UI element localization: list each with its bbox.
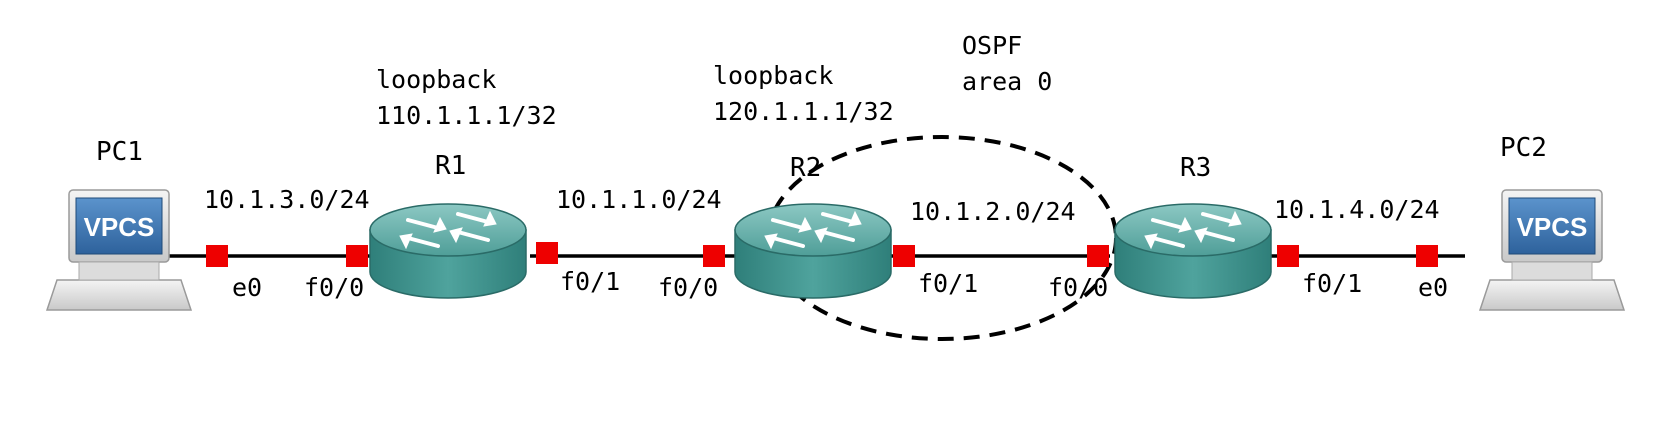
pc2-computer[interactable]: VPCS [1479,189,1625,311]
pc2-name: PC2 [1500,133,1547,163]
port-r2-f0-1[interactable] [893,245,915,267]
network-label-r1-r2: 10.1.1.0/24 [556,185,722,214]
router-r3[interactable] [1113,202,1273,300]
if-label-r2-f0-1: f0/1 [918,269,978,298]
ospf-area-label: area 0 [962,67,1052,96]
router-r2[interactable] [733,202,893,300]
r1-loopback-address: 110.1.1.1/32 [376,101,557,130]
network-label-r3-pc2: 10.1.4.0/24 [1274,195,1440,224]
pc1-name: PC1 [96,137,143,167]
r1-name: R1 [435,151,466,181]
r3-name: R3 [1180,153,1211,183]
pc2-screen-label: VPCS [1517,212,1588,242]
if-label-r1-f0-0: f0/0 [304,273,364,302]
r2-loopback-address: 120.1.1.1/32 [713,97,894,126]
port-r1-f0-1[interactable] [536,242,558,264]
network-label-pc1-r1: 10.1.3.0/24 [204,185,370,214]
r2-loopback-label: loopback [713,61,833,90]
r2-name: R2 [790,153,821,183]
r1-loopback-label: loopback [376,65,496,94]
if-label-r3-f0-0: f0/0 [1048,273,1108,302]
if-label-r3-f0-1: f0/1 [1302,269,1362,298]
if-label-pc1-e0: e0 [232,273,262,302]
port-r3-f0-0[interactable] [1087,245,1109,267]
port-r3-f0-1[interactable] [1277,245,1299,267]
port-pc1-e0[interactable] [206,245,228,267]
pc1-screen-label: VPCS [84,212,155,242]
port-r2-f0-0[interactable] [703,245,725,267]
if-label-r1-f0-1: f0/1 [560,267,620,296]
port-r1-f0-0[interactable] [346,245,368,267]
network-label-r2-r3: 10.1.2.0/24 [910,197,1076,226]
router-r1[interactable] [368,202,528,300]
pc1-computer[interactable]: VPCS [46,189,192,311]
interface-ports [206,242,1438,267]
if-label-r2-f0-0: f0/0 [658,273,718,302]
ospf-label: OSPF [962,31,1022,60]
port-pc2-e0[interactable] [1416,245,1438,267]
if-label-pc2-e0: e0 [1418,273,1448,302]
